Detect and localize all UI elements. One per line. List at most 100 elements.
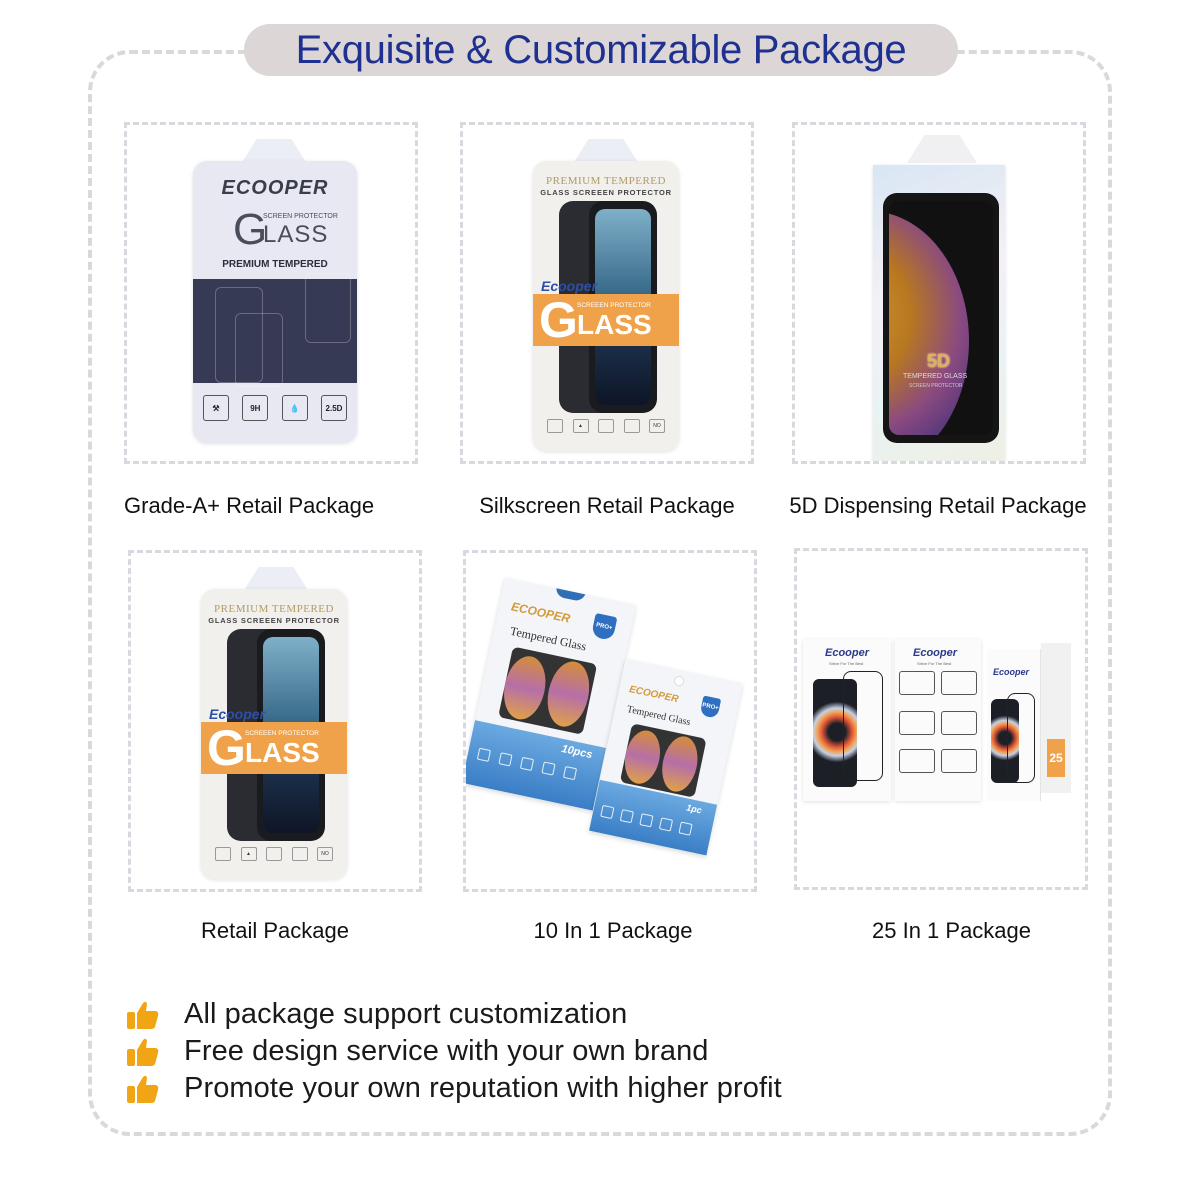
count-label: 1pc xyxy=(685,802,703,816)
slogan: Strive For The Best xyxy=(829,661,864,666)
bullet-item: All package support customization xyxy=(126,996,782,1033)
touch-icon xyxy=(266,847,282,861)
product-window xyxy=(193,273,357,387)
instruction-step xyxy=(899,749,935,773)
package-card-front: Ecooper Strive For The Best xyxy=(803,639,891,801)
page-title: Exquisite & Customizable Package xyxy=(295,27,907,72)
adhesion-icon xyxy=(291,847,308,861)
phone-image xyxy=(813,679,857,787)
band-letter-g: G xyxy=(207,720,246,776)
glass-sheet-outline xyxy=(235,313,283,387)
headline: PREMIUM TEMPERED xyxy=(546,175,666,187)
instruction-step xyxy=(941,671,977,695)
droplet-icon: ▲ xyxy=(572,419,589,433)
brand-logo: ECOOPER xyxy=(509,599,572,626)
bullet-text: Free design service with your own brand xyxy=(184,1035,709,1067)
feature-icons: ▲ NO xyxy=(547,419,665,433)
tagline: PREMIUM TEMPERED xyxy=(222,259,328,270)
feature-bullet-list: All package support customization Free d… xyxy=(126,996,782,1107)
feature-icon xyxy=(215,847,231,861)
slogan: Strive For The Best xyxy=(917,661,952,666)
hanger-tab xyxy=(554,582,587,603)
no-bubble-icon: NO xyxy=(649,419,665,433)
package-caption: 25 In 1 Package xyxy=(872,918,1032,943)
bullet-text: All package support customization xyxy=(184,998,628,1030)
adhesion-icon xyxy=(623,419,640,433)
hardness-9h-icon: 9H xyxy=(242,395,269,421)
package-box: PREMIUM TEMPERED GLASS SCREEEN PROTECTOR… xyxy=(533,161,679,451)
package-caption: Grade-A+ Retail Package xyxy=(124,493,375,518)
instruction-step xyxy=(941,749,977,773)
touch-icon xyxy=(598,419,614,433)
headline: TEMPERED GLASS xyxy=(903,373,968,380)
thumbs-up-icon xyxy=(126,1000,160,1030)
feature-icons: ⚒ 9H 💧 2.5D xyxy=(203,395,347,421)
subheadline: GLASS SCREEEN PROTECTOR xyxy=(208,616,340,625)
brand-logo: Ecooper xyxy=(209,706,266,722)
brand-logo: ECOOPER xyxy=(221,177,329,199)
package-box-side: 25 xyxy=(1041,643,1071,793)
instruction-step xyxy=(899,671,935,695)
feature-icons: ▲ NO xyxy=(215,847,333,861)
package-card-back: Ecooper Strive For The Best xyxy=(895,639,981,801)
orange-band: G SCREEEN PROTECTOR LASS xyxy=(201,720,347,776)
brand-logo: Ecooper xyxy=(541,278,598,294)
brand-logo: ECOOPER xyxy=(628,684,680,706)
band-subtitle: SCREEEN PROTECTOR xyxy=(245,730,319,737)
package-image-retail: PREMIUM TEMPERED GLASS SCREEEN PROTECTOR… xyxy=(128,550,422,892)
band-rest: LASS xyxy=(245,737,320,768)
phone-image xyxy=(991,699,1019,783)
package-caption: Retail Package xyxy=(201,918,349,943)
package-image-silkscreen: PREMIUM TEMPERED GLASS SCREEEN PROTECTOR… xyxy=(460,122,754,464)
page-title-pill: Exquisite & Customizable Package xyxy=(244,24,958,76)
bullet-item: Promote your own reputation with higher … xyxy=(126,1070,782,1107)
bullet-text: Promote your own reputation with higher … xyxy=(184,1072,782,1104)
package-image-grade-a-plus: ECOOPER G SCREEN PROTECTOR LASS PREMIUM … xyxy=(124,122,418,464)
pro-shield-badge: PRO+ xyxy=(590,612,618,642)
thumbs-up-icon xyxy=(126,1074,160,1104)
product-artwork xyxy=(498,646,598,735)
droplet-icon: ▲ xyxy=(240,847,257,861)
band-letter-g: G xyxy=(539,292,578,348)
brand-logo: Ecooper xyxy=(825,647,870,659)
package-caption: 10 In 1 Package xyxy=(533,918,693,943)
glass-subtitle: SCREEN PROTECTOR xyxy=(263,213,338,220)
blue-band: 10pcs xyxy=(466,720,607,811)
glass-outline xyxy=(843,671,883,781)
count-label: 10pcs xyxy=(560,742,594,762)
headline: PREMIUM TEMPERED xyxy=(214,603,334,615)
hang-hole xyxy=(673,675,686,687)
glass-rest: LASS xyxy=(263,221,329,248)
glass-outline xyxy=(1007,693,1035,783)
brand-logo: Ecooper xyxy=(993,667,1030,677)
package-box-front: Ecooper xyxy=(987,649,1041,801)
subheadline: SCREEN PROTECTOR xyxy=(909,383,963,389)
package-box: ECOOPER G SCREEN PROTECTOR LASS PREMIUM … xyxy=(193,161,357,443)
glass-letter-g: G xyxy=(233,205,268,254)
blue-band: 1pc xyxy=(589,779,718,856)
no-bubble-icon: NO xyxy=(317,847,333,861)
package-box: 5D TEMPERED GLASS SCREEN PROTECTOR xyxy=(873,165,1005,461)
glass-sheet-outline xyxy=(305,273,351,343)
5d-badge: 5D xyxy=(927,351,951,371)
count-badge: 25 xyxy=(1047,739,1065,777)
band-subtitle: SCREEEN PROTECTOR xyxy=(577,302,651,309)
band-rest: LASS xyxy=(577,309,652,340)
pro-shield-badge: PRO+ xyxy=(699,695,722,719)
package-caption: Silkscreen Retail Package xyxy=(479,493,735,518)
thumbs-up-icon xyxy=(126,1037,160,1067)
package-image-5d-dispensing: 5D TEMPERED GLASS SCREEN PROTECTOR xyxy=(792,122,1086,464)
feature-icon xyxy=(547,419,563,433)
package-image-10-in-1: ECOOPER PRO+ Tempered Glass 10pcs ECOOPE… xyxy=(463,550,757,892)
package-box: PREMIUM TEMPERED GLASS SCREEEN PROTECTOR… xyxy=(201,589,347,879)
instruction-step xyxy=(941,711,977,735)
phone-screen: 5D TEMPERED GLASS SCREEN PROTECTOR xyxy=(889,201,993,435)
edge-2-5d-icon: 2.5D xyxy=(320,395,347,421)
droplet-icon: 💧 xyxy=(281,395,308,421)
orange-band: G SCREEEN PROTECTOR LASS xyxy=(533,292,679,348)
brand-logo: Ecooper xyxy=(913,647,958,659)
instruction-step xyxy=(899,711,935,735)
wallpaper-planet xyxy=(889,211,969,435)
bullet-item: Free design service with your own brand xyxy=(126,1033,782,1070)
hammer-icon: ⚒ xyxy=(203,395,229,421)
